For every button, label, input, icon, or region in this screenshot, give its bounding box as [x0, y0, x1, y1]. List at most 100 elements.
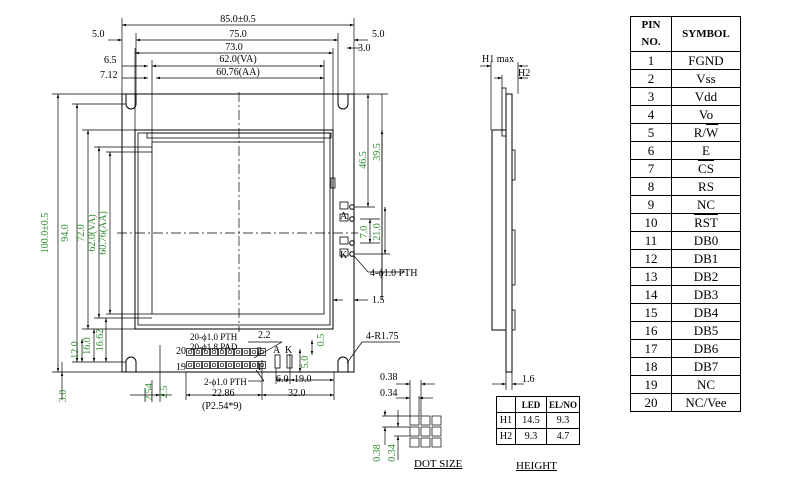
pin-symbol-text: Vss [696, 71, 716, 86]
led-pad-k-1 [339, 236, 349, 245]
connector-pad [218, 361, 226, 369]
connector-pad [234, 348, 242, 356]
label-a-right: A [340, 211, 348, 222]
mount-slot-top-left [125, 94, 137, 110]
pin-number: 4 [630, 105, 672, 124]
dim-75: 75.0 [229, 29, 247, 40]
pin-symbol: DB6 [671, 339, 741, 358]
pin-symbol-text: RS [698, 179, 714, 194]
pin-symbol: DB2 [671, 267, 741, 286]
label-pad-pad: 20-ϕ1.8 PAD [190, 342, 238, 352]
dim-7: 7.0 [359, 226, 370, 239]
connector-hole [195, 349, 201, 355]
height-cell-label: H2 [496, 428, 516, 445]
pin-symbol: NC [671, 375, 741, 394]
connector-hole [211, 362, 217, 368]
connector-pad [218, 348, 226, 356]
dim-1-5: 1.5 [372, 295, 385, 306]
dim-39-5: 39.5 [372, 143, 383, 161]
bottom-pad-k [286, 354, 293, 369]
connector-hole [211, 349, 217, 355]
height-header-cell: LED [515, 396, 547, 413]
height-cell-elno: 9.3 [545, 412, 581, 429]
connector-hole [243, 349, 249, 355]
pin-symbol-text: DB6 [693, 341, 719, 356]
pin-symbol-text: DB5 [693, 323, 719, 338]
connector-hole [227, 362, 233, 368]
pin-symbol: DB1 [671, 249, 741, 268]
dot-dim-0-34-v: 0.34 [387, 444, 398, 462]
connector-pad [242, 348, 250, 356]
led-hole-2 [349, 216, 355, 222]
label-a-bottom: A [273, 345, 281, 356]
pin-symbol: Vdd [671, 87, 741, 106]
pin-symbol-text: NC [696, 197, 716, 212]
pin-symbol: DB5 [671, 321, 741, 340]
dim-73: 73.0 [225, 42, 243, 53]
height-cell-led: 9.3 [515, 428, 547, 445]
connector-pads [186, 348, 266, 369]
pin-number: 16 [630, 321, 672, 340]
pin-symbol: DB3 [671, 285, 741, 304]
led-hole-4 [349, 251, 355, 257]
symbol-header: SYMBOL [671, 16, 741, 52]
connector-pad [242, 361, 250, 369]
dim-46-5: 46.5 [358, 151, 369, 169]
pin-symbol-text: DB2 [693, 269, 719, 284]
label-k-bottom: K [285, 345, 293, 356]
connector-hole [187, 349, 193, 355]
side-view [480, 62, 528, 390]
side-pcb [505, 93, 513, 373]
connector-hole [187, 362, 193, 368]
dim-100: 100.0±0.5 [40, 213, 51, 254]
pin-symbol-text: Vdd [694, 89, 718, 104]
connector-hole [219, 362, 225, 368]
connector-pad [234, 361, 242, 369]
connector-pad [202, 361, 210, 369]
pin-number: 1 [630, 51, 672, 70]
pin-symbol: DB0 [671, 231, 741, 250]
pin-number: 19 [630, 375, 672, 394]
led-pad-a-2 [339, 213, 349, 222]
connector-pad [226, 348, 234, 356]
side-h1max: H1 max [482, 54, 514, 65]
dot-size-detail [382, 380, 442, 460]
bezel-outline [134, 129, 334, 330]
side-bump-1 [501, 87, 507, 137]
dim-12: 12.0 [70, 341, 81, 359]
pin-symbol-text: DB1 [693, 251, 719, 266]
connector-pad [226, 361, 234, 369]
pin-number: 2 [630, 69, 672, 88]
dot-dim-0-38: 0.38 [380, 372, 398, 383]
front-dimensions [52, 18, 405, 402]
height-header-cell [496, 396, 516, 413]
connector-hole [235, 362, 241, 368]
pin-symbol: FGND [671, 51, 741, 70]
pin-number: 11 [630, 231, 672, 250]
pin-symbol-text: FGND [688, 53, 724, 68]
pin-number: 10 [630, 213, 672, 232]
label-r175: 4-R1.75 [366, 331, 399, 342]
dim-3-bottom: 3.0 [58, 390, 69, 403]
side-bump-4 [511, 309, 516, 331]
dim-62-va-v: 62.0(VA) [87, 214, 98, 251]
pin-symbol: E [671, 141, 741, 160]
front-view [117, 92, 358, 373]
pin-symbol: DB7 [671, 357, 741, 376]
bezel-inner [137, 132, 331, 326]
height-header-cell: EL/NO [545, 396, 581, 413]
dim-p254: (P2.54*9) [202, 401, 242, 412]
connector-hole [195, 362, 201, 368]
connector-hole [243, 362, 249, 368]
